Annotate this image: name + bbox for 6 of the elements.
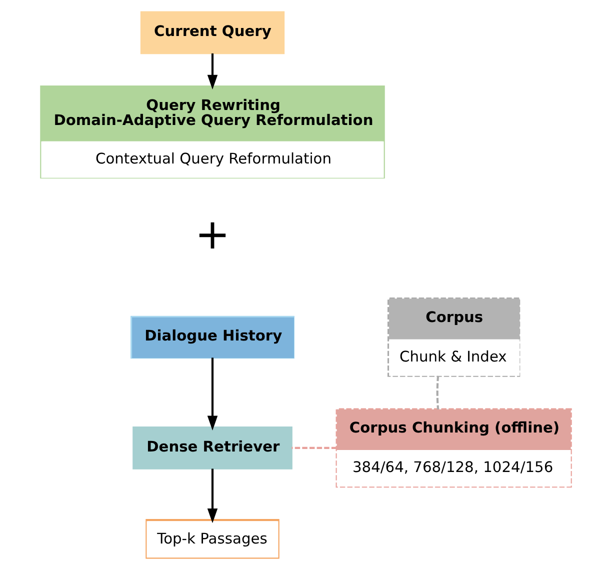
connector: [436, 376, 439, 410]
connector: [291, 446, 336, 449]
arrow: [206, 358, 218, 430]
label: +: [194, 209, 230, 258]
arrow: [206, 53, 218, 90]
arrow: [206, 468, 218, 524]
